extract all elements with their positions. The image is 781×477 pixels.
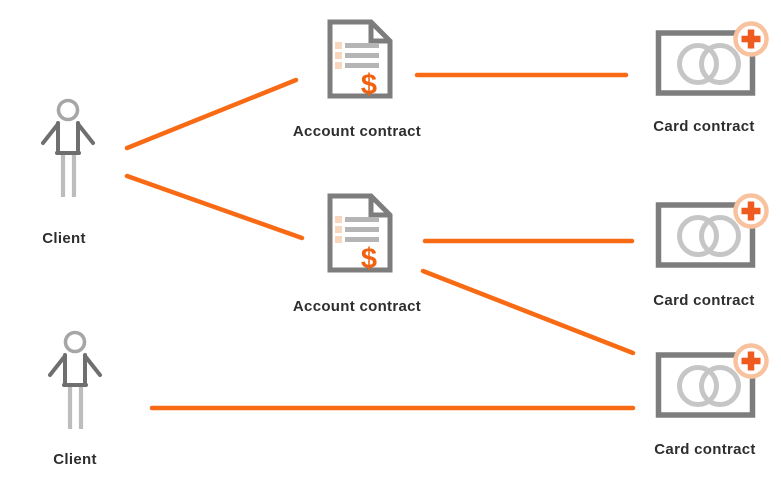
connector-account2-card3 xyxy=(420,268,636,356)
node-label-account-contract-2: Account contract xyxy=(292,298,422,315)
plus-badge-icon xyxy=(733,343,769,379)
connector-client1-account2 xyxy=(124,173,305,241)
node-account-contract-2: $ xyxy=(326,192,394,274)
dollar-icon: $ xyxy=(361,243,377,274)
node-label-account-contract-1: Account contract xyxy=(292,123,422,140)
node-label-card-contract-1: Card contract xyxy=(653,118,755,135)
person-icon xyxy=(48,330,102,429)
connector-client1-account1 xyxy=(124,77,299,151)
card-icon xyxy=(655,193,769,268)
node-label-client-2: Client xyxy=(53,451,97,468)
node-card-contract-2 xyxy=(653,191,771,271)
node-client-2 xyxy=(47,328,103,432)
node-card-contract-3 xyxy=(653,341,771,421)
node-account-contract-1: $ xyxy=(326,18,394,100)
document-icon: $ xyxy=(327,19,393,100)
card-icon xyxy=(655,21,769,96)
person-icon xyxy=(41,98,95,197)
plus-badge-icon xyxy=(733,21,769,57)
node-label-card-contract-3: Card contract xyxy=(654,441,756,458)
node-label-client-1: Client xyxy=(42,230,86,247)
plus-badge-icon xyxy=(733,193,769,229)
node-label-card-contract-2: Card contract xyxy=(653,292,755,309)
document-icon: $ xyxy=(327,193,393,274)
dollar-icon: $ xyxy=(361,69,377,100)
node-client-1 xyxy=(40,96,96,200)
card-icon xyxy=(655,343,769,418)
node-card-contract-1 xyxy=(653,19,771,99)
